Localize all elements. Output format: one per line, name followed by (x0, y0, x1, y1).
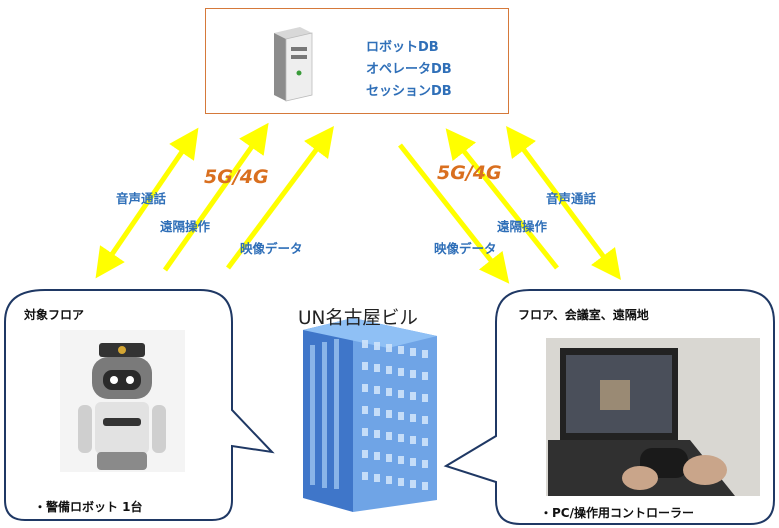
remote-control-label-left: 遠隔操作 (160, 219, 211, 234)
left-bubble-caption: ・警備ロボット 1台 (34, 500, 143, 514)
db-label-robot: ロボットDB (366, 40, 439, 55)
left-bubble-title: 対象フロア (24, 308, 85, 322)
robot-illustration (60, 330, 185, 472)
network-label-left: 5G/4G (204, 166, 269, 188)
right-bubble-caption: ・PC/操作用コントローラー (540, 506, 694, 520)
arrow-video-left (225, 125, 334, 270)
building-title: UN名古屋ビル (298, 308, 418, 329)
video-data-label-right: 映像データ (434, 241, 497, 256)
voice-call-label-right: 音声通話 (546, 191, 597, 206)
arrow-remote-left (162, 122, 269, 272)
arrow-video-right (398, 143, 510, 284)
video-data-label-left: 映像データ (240, 241, 303, 256)
arrow-voice-right (506, 125, 621, 281)
server-icon (274, 27, 313, 102)
server-box: ロボットDB オペレータDB セッションDB (205, 8, 509, 114)
db-label-session: セッションDB (366, 84, 452, 99)
right-bubble-title: フロア、会議室、遠隔地 (518, 308, 649, 322)
remote-control-label-right: 遠隔操作 (497, 219, 548, 234)
db-label-operator: オペレータDB (366, 62, 452, 77)
arrow-voice-left (95, 127, 199, 279)
voice-call-label-left: 音声通話 (116, 191, 167, 206)
building-illustration (303, 318, 437, 512)
laptop-photo (546, 338, 760, 496)
network-label-right: 5G/4G (437, 162, 502, 184)
